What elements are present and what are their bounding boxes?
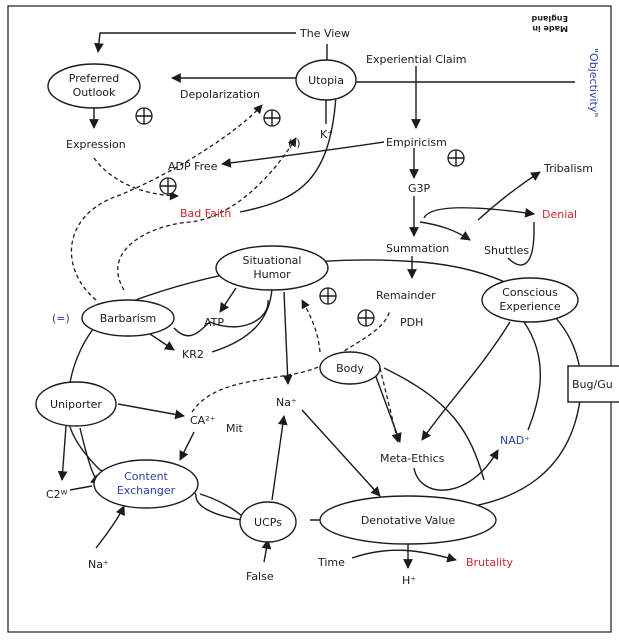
situational-humor-node bbox=[215, 245, 329, 291]
denotative-value-node bbox=[319, 495, 497, 545]
arrow-false-to-ucps bbox=[261, 539, 272, 563]
label-summation: Summation bbox=[386, 242, 449, 255]
label-adp-free: ADP Free bbox=[168, 160, 218, 173]
label-kr2: KR2 bbox=[182, 348, 204, 361]
arrow-summation-to-shuttles bbox=[419, 221, 471, 241]
label-barbarism: Barbarism bbox=[100, 312, 157, 325]
content-exchanger-node bbox=[93, 459, 199, 509]
arrow-body-to-denotative bbox=[383, 367, 485, 481]
label-time: Time bbox=[317, 556, 345, 569]
label-body: Body bbox=[336, 362, 364, 375]
label-nad-plus: NAD⁺ bbox=[500, 434, 530, 447]
conscious-experience-node bbox=[481, 277, 579, 323]
label-bad-faith: Bad Faith bbox=[180, 207, 231, 220]
label-equals: (=) bbox=[52, 312, 70, 325]
label-h-plus: H⁺ bbox=[402, 574, 416, 587]
bug-box bbox=[567, 365, 619, 403]
label-denial: Denial bbox=[542, 208, 577, 221]
arrow-barbarism-to-kr2 bbox=[149, 333, 175, 351]
label-shuttles: Shuttles bbox=[484, 244, 529, 257]
label-content: Content bbox=[124, 470, 168, 483]
circled-plus-icon bbox=[357, 309, 375, 327]
circled-plus-icon bbox=[263, 109, 281, 127]
label-pdh: PDH bbox=[400, 316, 423, 329]
label-c2w: C2ᵂ bbox=[46, 488, 68, 501]
label-uniporter: Uniporter bbox=[50, 398, 102, 411]
arrow-body-to-metaethics bbox=[371, 365, 402, 443]
dashed-expression-to-badfaith bbox=[93, 157, 179, 201]
arrow-time-to-brutality bbox=[351, 549, 457, 563]
arrow-c2w-to-exchanger bbox=[69, 485, 93, 491]
utopia-node bbox=[295, 59, 357, 101]
label-the-view: The View bbox=[299, 27, 350, 40]
arrow-uniporter-to-c2w bbox=[57, 425, 68, 481]
line-exchanger-ucps bbox=[199, 493, 243, 517]
preferred-outlook-node bbox=[47, 63, 141, 109]
arrow-badfaith-to-utopia bbox=[239, 95, 337, 213]
loop-to-denial bbox=[423, 206, 535, 219]
label-ca: CA²⁺ bbox=[190, 414, 216, 427]
label-situational: Situational bbox=[243, 254, 302, 267]
arrow-na-to-exchanger bbox=[95, 505, 125, 549]
label-g3p: G3P bbox=[408, 182, 431, 195]
arrow-ca-to-exchanger bbox=[179, 431, 195, 461]
label-conscious: Conscious bbox=[502, 286, 558, 299]
label-experiential-claim: Experiential Claim bbox=[366, 53, 466, 66]
label-meta-ethics: Meta-Ethics bbox=[380, 452, 445, 465]
circled-plus-icon bbox=[135, 107, 153, 125]
dashed-to-situational bbox=[301, 299, 321, 353]
label-empiricism: Empiricism bbox=[386, 136, 447, 149]
ucps-node bbox=[239, 501, 297, 543]
label-remainder: Remainder bbox=[376, 289, 436, 302]
label-objectivity: "Objectivity" bbox=[587, 48, 600, 117]
label-outlook: Outlook bbox=[73, 86, 116, 99]
label-na-plus-mid: Na⁺ bbox=[276, 396, 297, 409]
circled-plus-icon bbox=[319, 287, 337, 305]
line-kr2-to-situational bbox=[211, 287, 273, 353]
label-utopia: Utopia bbox=[308, 74, 344, 87]
dashed-barbarism-to-utopia bbox=[117, 137, 297, 291]
arrow-situational-to-na bbox=[282, 291, 293, 385]
arrow-metaethics-to-nad bbox=[413, 449, 499, 491]
arrow-situational-to-atp bbox=[219, 287, 237, 313]
arrow-shuttles-to-denial bbox=[507, 222, 535, 266]
arrow-uniporter-to-ca bbox=[117, 403, 185, 420]
label-depolarization: Depolarization bbox=[180, 88, 260, 101]
arrow-conscious-to-metaethics bbox=[421, 321, 511, 441]
label-made-in: Made in bbox=[532, 24, 568, 33]
barbarism-node bbox=[81, 299, 175, 337]
arrow-na-to-denotative bbox=[301, 409, 381, 497]
arrow-view-to-outlook bbox=[94, 32, 296, 53]
diagram-frame bbox=[7, 5, 612, 633]
loop-barbarism-atp bbox=[173, 299, 269, 337]
arrow-conscious-to-nad bbox=[523, 321, 542, 431]
dashed-barbarism-to-depolarization bbox=[70, 104, 263, 301]
label-false: False bbox=[246, 570, 274, 583]
label-ucps: UCPs bbox=[254, 516, 282, 529]
label-exchanger: Exchanger bbox=[117, 484, 176, 497]
label-experience: Experience bbox=[499, 300, 561, 313]
uniporter-node bbox=[35, 381, 117, 427]
arrow-to-tribalism bbox=[477, 171, 541, 221]
circled-plus-icon bbox=[159, 177, 177, 195]
label-minus: (-) bbox=[288, 137, 301, 150]
label-england: England bbox=[531, 14, 568, 23]
label-atp: ATP bbox=[204, 316, 224, 329]
label-k-plus: K⁺ bbox=[320, 128, 333, 141]
label-preferred: Preferred bbox=[69, 72, 120, 85]
label-bug: Bug/Gu bbox=[572, 378, 613, 391]
label-denotative-value: Denotative Value bbox=[361, 514, 456, 527]
arrow-empiricism-to-adp bbox=[221, 141, 385, 168]
label-mit: Mit bbox=[226, 422, 244, 435]
arrow-ucps-to-na bbox=[271, 415, 288, 501]
label-expression: Expression bbox=[66, 138, 126, 151]
label-humor: Humor bbox=[253, 268, 291, 281]
label-tribalism: Tribalism bbox=[543, 162, 593, 175]
body-node bbox=[319, 351, 381, 385]
label-brutality: Brutality bbox=[466, 556, 514, 569]
circled-plus-icon bbox=[447, 149, 465, 167]
label-na-plus-low: Na⁺ bbox=[88, 558, 109, 571]
